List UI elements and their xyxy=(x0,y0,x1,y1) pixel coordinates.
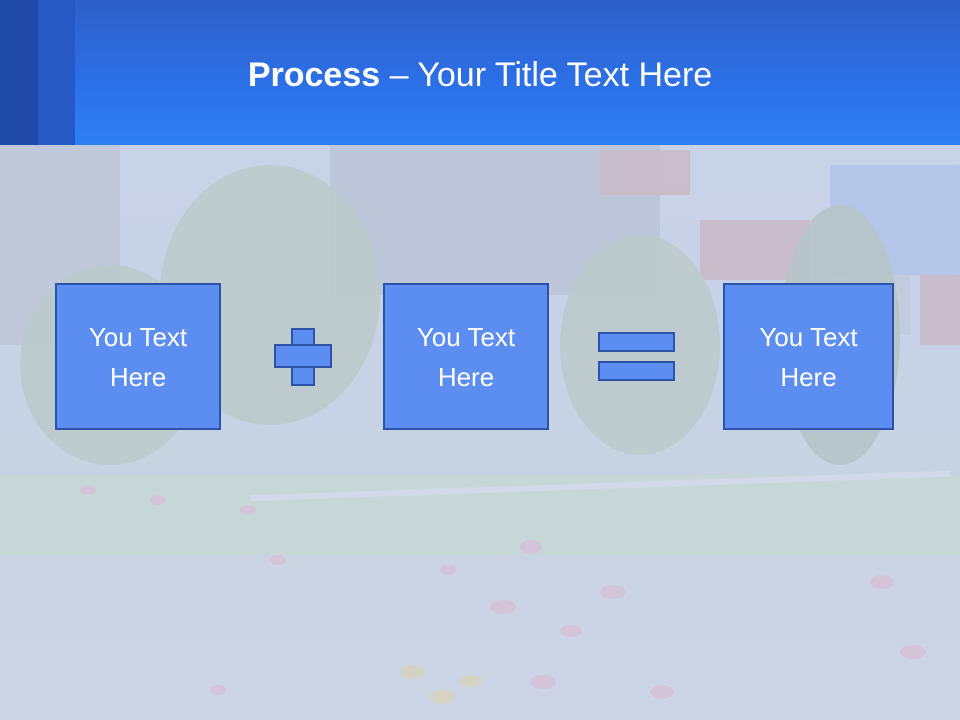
process-box-1[interactable]: You Text Here xyxy=(55,283,221,430)
flower xyxy=(460,675,482,687)
accent-stripe xyxy=(0,0,38,145)
roof-far-right xyxy=(920,275,960,345)
flower xyxy=(490,600,516,614)
flower xyxy=(400,665,424,679)
equals-bottom-bar xyxy=(598,361,675,381)
roof-center xyxy=(600,150,690,195)
process-box-2[interactable]: You Text Here xyxy=(383,283,549,430)
flower xyxy=(870,575,894,589)
process-box-3-text: You Text Here xyxy=(759,321,858,392)
photo-overlay xyxy=(0,145,960,720)
plus-center xyxy=(293,346,313,366)
flower xyxy=(150,495,166,505)
flower xyxy=(430,690,454,704)
title-bar: Process – Your Title Text Here xyxy=(0,0,960,145)
title-bold: Process xyxy=(247,56,381,94)
background-photo xyxy=(0,145,960,720)
process-box-3[interactable]: You Text Here xyxy=(723,283,894,430)
flower xyxy=(440,565,456,575)
flower xyxy=(560,625,582,637)
flower xyxy=(650,685,674,699)
flower xyxy=(900,645,926,659)
flower xyxy=(530,675,556,689)
accent-stripe xyxy=(38,0,75,145)
title-rest: – Your Title Text Here xyxy=(380,56,713,94)
flower xyxy=(270,555,286,565)
equals-top-bar xyxy=(598,332,675,352)
flower xyxy=(240,505,256,515)
flower xyxy=(600,585,626,599)
flower xyxy=(80,485,96,495)
process-box-2-text: You Text Here xyxy=(416,321,516,392)
flower xyxy=(210,685,226,695)
slide-title[interactable]: Process – Your Title Text Here xyxy=(0,55,960,95)
flower xyxy=(520,540,542,554)
process-box-1-text: You Text Here xyxy=(88,321,188,392)
